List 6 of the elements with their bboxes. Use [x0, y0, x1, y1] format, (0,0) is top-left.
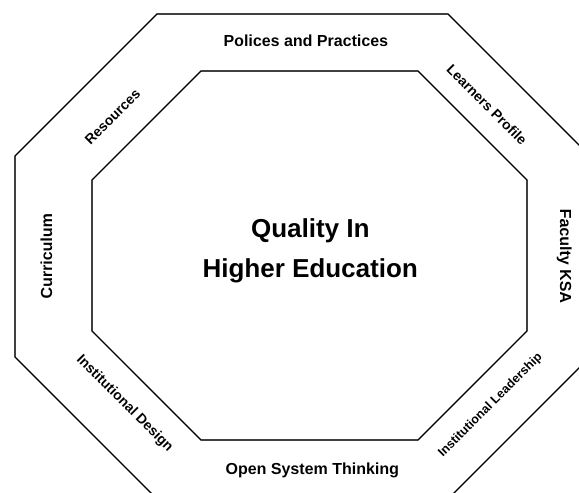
center-title: Higher Education [202, 254, 418, 282]
factor-label: Curriculum [38, 213, 56, 298]
factor-label: Open System Thinking [226, 461, 399, 479]
factor-label: Faculty KSA [555, 208, 573, 303]
factor-label: Polices and Practices [224, 33, 388, 51]
center-title: Quality In [251, 214, 370, 242]
